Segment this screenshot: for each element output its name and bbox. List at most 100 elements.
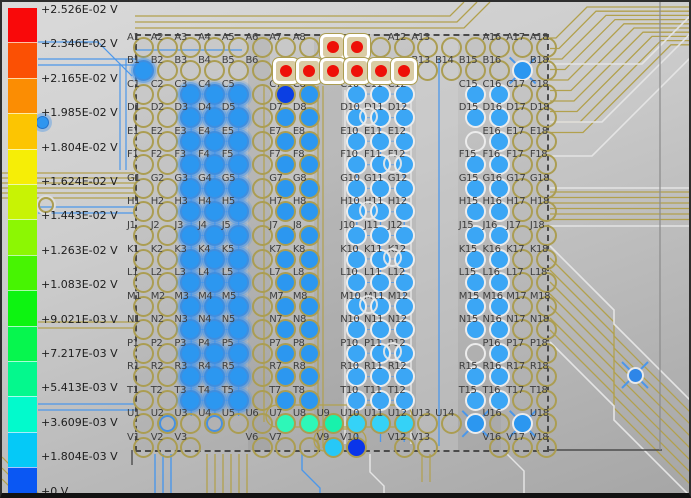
pin-J18[interactable]: J18 [530,220,557,246]
pin-P6[interactable] [251,342,273,364]
pin-F18[interactable]: F18 [530,149,557,176]
pin-F16[interactable]: F16 [483,149,510,176]
pin-A16[interactable]: A16 [483,32,510,58]
pin-A1[interactable]: A1 [127,32,154,58]
pin-J7[interactable]: J7 [269,220,297,246]
pin-B16[interactable]: B16 [483,55,510,81]
pin-B7[interactable] [272,57,299,84]
pin-K15[interactable]: K15 [459,244,486,270]
pin-D7[interactable]: D7 [269,102,297,129]
pin-D2[interactable]: D2 [151,102,178,129]
pin-G5[interactable]: G5 [222,173,249,199]
pin-C15[interactable]: C15 [459,79,486,105]
pin-N1[interactable]: N1 [127,314,154,341]
pin-C7[interactable]: C7 [269,79,297,105]
pin-U10[interactable]: U10 [340,408,368,435]
pin-V18[interactable]: V18 [530,432,557,458]
pin-R3[interactable]: R3 [174,361,202,388]
pin-T2[interactable]: T2 [151,385,178,411]
pin-N7[interactable]: N7 [269,314,297,341]
pin-T8[interactable]: T8 [293,385,320,411]
pin-F1[interactable]: F1 [127,149,154,176]
pin-B12[interactable] [391,57,418,84]
pin-K10[interactable]: K10 [340,244,368,270]
pin-K1[interactable]: K1 [127,244,154,270]
pin-P2[interactable]: P2 [151,338,178,364]
pin-G7[interactable]: G7 [269,173,297,199]
pin-J8[interactable]: J8 [293,220,320,246]
pin-A8[interactable]: A8 [293,32,320,58]
pin-R2[interactable]: R2 [151,361,178,388]
pin-G16[interactable]: G16 [483,173,510,199]
pin-J5[interactable]: J5 [222,220,249,246]
pin-J3[interactable]: J3 [174,220,202,246]
pin-D5[interactable]: D5 [222,102,249,129]
pin-T16[interactable]: T16 [483,385,510,411]
pin-A13[interactable]: A13 [411,32,439,58]
pin-T6[interactable] [251,389,273,411]
pin-B14[interactable]: B14 [435,55,463,81]
pin-E17[interactable]: E17 [506,126,534,152]
pin-V12[interactable]: V12 [388,432,415,458]
pin-V8[interactable] [298,436,320,458]
pin-M8[interactable]: M8 [293,291,320,317]
pin-D1[interactable]: D1 [127,102,154,129]
pin-C4[interactable]: C4 [198,79,226,105]
pin-B4[interactable]: B4 [198,55,226,81]
pin-E10[interactable]: E10 [340,126,368,152]
pin-A5[interactable]: A5 [222,32,249,58]
pin-B18[interactable]: B18 [530,55,557,81]
pin-F10[interactable]: F10 [340,149,368,176]
pin-D17[interactable]: D17 [506,102,534,129]
pin-R18[interactable]: R18 [530,361,557,388]
pin-E3[interactable]: E3 [174,126,202,152]
pin-K7[interactable]: K7 [269,244,297,270]
pin-L3[interactable]: L3 [174,267,202,293]
pin-A14[interactable] [441,36,463,58]
pin-D8[interactable]: D8 [293,102,320,129]
pin-K17[interactable]: K17 [506,244,534,270]
pin-G2[interactable]: G2 [151,173,178,199]
pin-N12[interactable]: N12 [388,314,415,341]
pin-R15[interactable]: R15 [459,361,486,388]
pin-G18[interactable]: G18 [530,173,557,199]
pin-K3[interactable]: K3 [174,244,202,270]
pin-M2[interactable]: M2 [151,291,178,317]
pin-L12[interactable]: L12 [388,267,415,293]
pin-R16[interactable]: R16 [483,361,510,388]
pin-R5[interactable]: R5 [222,361,249,388]
pin-E1[interactable]: E1 [127,126,154,152]
pin-E5[interactable]: E5 [222,126,249,152]
pin-L18[interactable]: L18 [530,267,557,293]
pin-L8[interactable]: L8 [293,267,320,293]
pin-U18[interactable]: U18 [530,408,557,435]
pin-L10[interactable]: L10 [340,267,368,293]
pin-C1[interactable]: C1 [127,79,154,105]
pin-U11[interactable]: U11 [364,408,391,435]
pin-G17[interactable]: G17 [506,173,534,199]
pin-H8[interactable]: H8 [293,196,320,223]
pin-C8[interactable]: C8 [293,79,320,105]
pin-R10[interactable]: R10 [340,361,368,388]
pin-B8[interactable] [296,57,323,84]
pin-C2[interactable]: C2 [151,79,178,105]
pin-G4[interactable]: G4 [198,173,226,199]
pin-F17[interactable]: F17 [506,149,534,176]
pin-V3[interactable]: V3 [174,432,202,458]
pin-E15[interactable] [464,130,486,152]
pin-D16[interactable]: D16 [483,102,510,129]
pin-U12[interactable]: U12 [388,408,415,435]
pin-M18[interactable]: M18 [530,291,557,317]
pin-L7[interactable]: L7 [269,267,297,293]
pin-E16[interactable]: E16 [483,126,510,152]
pin-P1[interactable]: P1 [127,338,154,364]
pin-J17[interactable]: J17 [506,220,534,246]
pin-T1[interactable]: T1 [127,385,154,411]
pin-U3[interactable]: U3 [174,408,202,435]
pin-R8[interactable]: R8 [293,361,320,388]
pin-L1[interactable]: L1 [127,267,154,293]
pin-V2[interactable]: V2 [151,432,178,458]
pin-T5[interactable]: T5 [222,385,249,411]
pin-B5[interactable]: B5 [222,55,249,81]
pin-M12[interactable]: M12 [388,291,415,317]
